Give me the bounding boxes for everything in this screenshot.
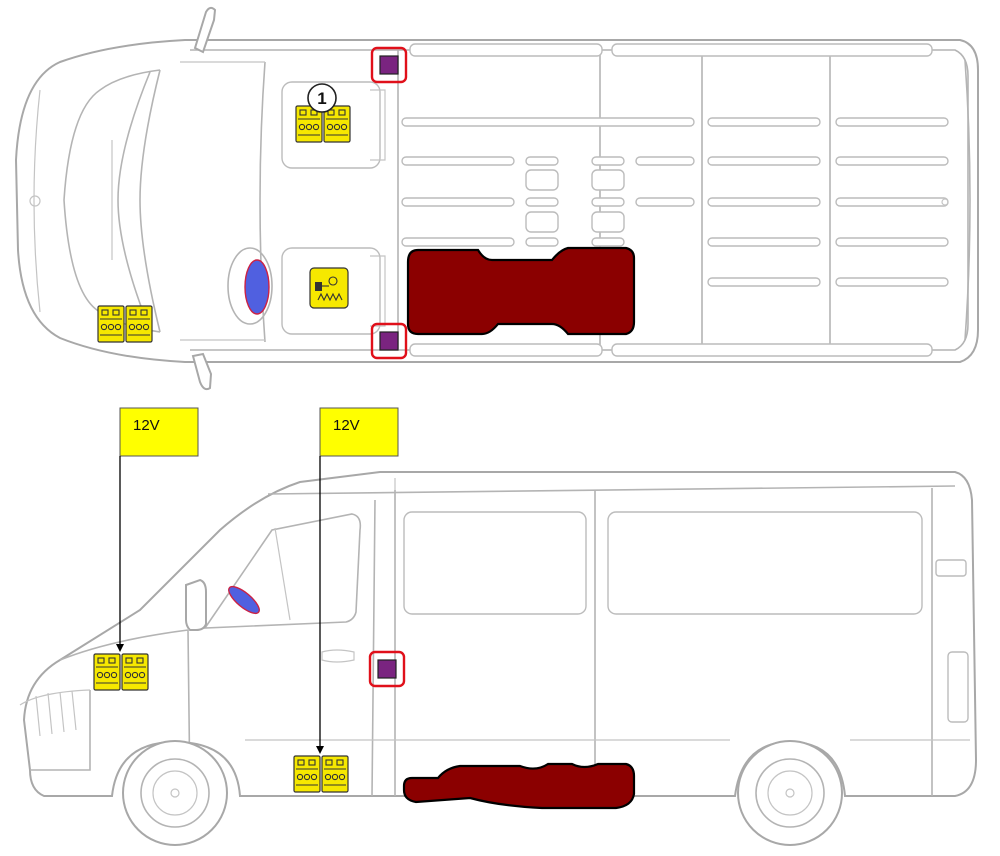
battery-icon xyxy=(321,755,349,793)
power-cutoff-icon xyxy=(368,650,406,688)
fuel-tank-icon xyxy=(406,246,636,336)
battery-icon xyxy=(125,305,153,343)
battery-aux-callout: 12V xyxy=(316,407,399,754)
battery-front-voltage-label: 12V xyxy=(133,417,160,434)
power-cutoff-icon xyxy=(370,46,408,84)
airbag-control-unit-icon xyxy=(309,267,349,309)
side-view xyxy=(19,471,978,846)
top-view xyxy=(14,6,979,391)
battery-icon xyxy=(93,653,121,691)
battery-icon xyxy=(97,305,125,343)
fuel-tank-icon xyxy=(402,762,636,810)
airbag-icon xyxy=(244,259,270,315)
battery-icon xyxy=(293,755,321,793)
rear-wheel xyxy=(737,740,843,846)
seat-marker: 1 xyxy=(307,83,337,113)
airbag-icon xyxy=(228,585,260,615)
battery-icon xyxy=(121,653,149,691)
battery-front-callout: 12V xyxy=(116,407,199,652)
battery-aux-voltage-label: 12V xyxy=(333,417,360,434)
front-wheel xyxy=(122,740,228,846)
seat-marker-number: 1 xyxy=(317,89,326,108)
power-cutoff-icon xyxy=(370,322,408,360)
top-view-roof-ribs xyxy=(401,117,949,287)
